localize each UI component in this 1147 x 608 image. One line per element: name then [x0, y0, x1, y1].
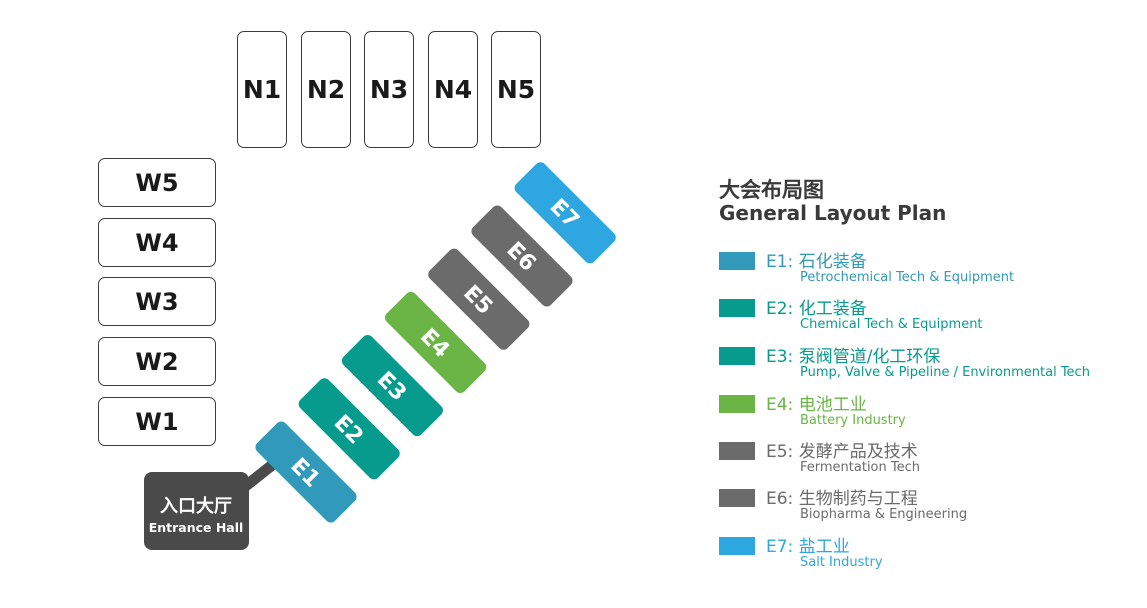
legend-cn: 生物制药与工程	[798, 489, 918, 509]
hall-label: N2	[306, 75, 346, 104]
legend-swatch	[719, 252, 755, 270]
legend-title-cn: 大会布局图	[719, 178, 824, 202]
hall-e7[interactable]: E7	[512, 160, 618, 266]
legend-en: Battery Industry	[800, 413, 906, 428]
legend-swatch	[719, 442, 755, 460]
legend-code: E1:	[766, 252, 799, 272]
legend-main-text: E5: 发酵产品及技术	[766, 437, 918, 462]
legend-main-text: E1: 石化装备	[766, 247, 867, 272]
hall-n5[interactable]: N5	[491, 31, 541, 148]
legend-main-text: E4: 电池工业	[766, 390, 867, 415]
hall-n1[interactable]: N1	[237, 31, 287, 148]
hall-w4[interactable]: W4	[98, 218, 216, 267]
hall-label: W1	[135, 407, 179, 436]
legend-cn: 发酵产品及技术	[798, 442, 918, 462]
legend-swatch	[719, 489, 755, 507]
hall-e4[interactable]: E4	[383, 289, 489, 395]
legend-cn: 石化装备	[798, 252, 867, 272]
legend-code: E2:	[766, 299, 799, 319]
hall-block	[428, 248, 530, 350]
legend-en: Biopharma & Engineering	[800, 507, 968, 522]
legend-swatch	[719, 347, 755, 365]
hall-block	[255, 421, 357, 523]
hall-label: N5	[496, 75, 536, 104]
hall-block	[385, 291, 487, 393]
legend-code: E7:	[766, 537, 799, 557]
hall-block	[341, 335, 443, 437]
hall-e5[interactable]: E5	[426, 246, 532, 352]
legend-cn: 盐工业	[798, 537, 850, 557]
legend-cn: 化工装备	[798, 299, 867, 319]
hall-block	[471, 205, 573, 307]
hall-n3[interactable]: N3	[364, 31, 414, 148]
hall-label: N4	[433, 75, 473, 104]
hall-w3[interactable]: W3	[98, 277, 216, 326]
legend-swatch	[719, 299, 755, 317]
legend-title-en: General Layout Plan	[719, 201, 947, 225]
legend-main-text: E6: 生物制药与工程	[766, 484, 918, 509]
legend-main-text: E7: 盐工业	[766, 532, 850, 557]
legend-swatch	[719, 537, 755, 555]
legend-code: E4:	[766, 395, 799, 415]
hall-e6[interactable]: E6	[469, 203, 575, 309]
legend-en: Fermentation Tech	[800, 460, 920, 475]
hall-label: W2	[135, 347, 179, 376]
hall-n2[interactable]: N2	[301, 31, 351, 148]
legend-cn: 泵阀管道/化工环保	[798, 347, 941, 367]
hall-label: N1	[242, 75, 282, 104]
hall-w2[interactable]: W2	[98, 337, 216, 386]
hall-block	[514, 162, 616, 264]
hall-label: W4	[135, 228, 179, 257]
legend-en: Pump, Valve & Pipeline / Environmental T…	[800, 365, 1090, 380]
hall-e3[interactable]: E3	[339, 333, 445, 439]
hall-w1[interactable]: W1	[98, 397, 216, 446]
legend-en: Chemical Tech & Equipment	[800, 317, 983, 332]
entrance-label-cn: 入口大厅	[160, 495, 232, 517]
hall-label: W5	[135, 168, 179, 197]
legend-main-text: E2: 化工装备	[766, 294, 867, 319]
entrance-hall[interactable]	[144, 472, 249, 550]
legend-en: Petrochemical Tech & Equipment	[800, 270, 1015, 285]
entrance-label-en: Entrance Hall	[149, 520, 244, 535]
legend-code: E3:	[766, 347, 799, 367]
hall-label: N3	[369, 75, 409, 104]
legend-cn: 电池工业	[798, 395, 867, 415]
hall-block	[298, 378, 400, 480]
hall-e1[interactable]: E1	[253, 419, 359, 525]
legend-code: E5:	[766, 442, 799, 462]
legend-main-text: E3: 泵阀管道/化工环保	[766, 342, 940, 367]
legend-swatch	[719, 395, 755, 413]
hall-w5[interactable]: W5	[98, 158, 216, 207]
hall-label: W3	[135, 287, 179, 316]
legend-code: E6:	[766, 489, 799, 509]
hall-e2[interactable]: E2	[296, 376, 402, 482]
legend-en: Salt Industry	[800, 555, 883, 570]
hall-n4[interactable]: N4	[428, 31, 478, 148]
